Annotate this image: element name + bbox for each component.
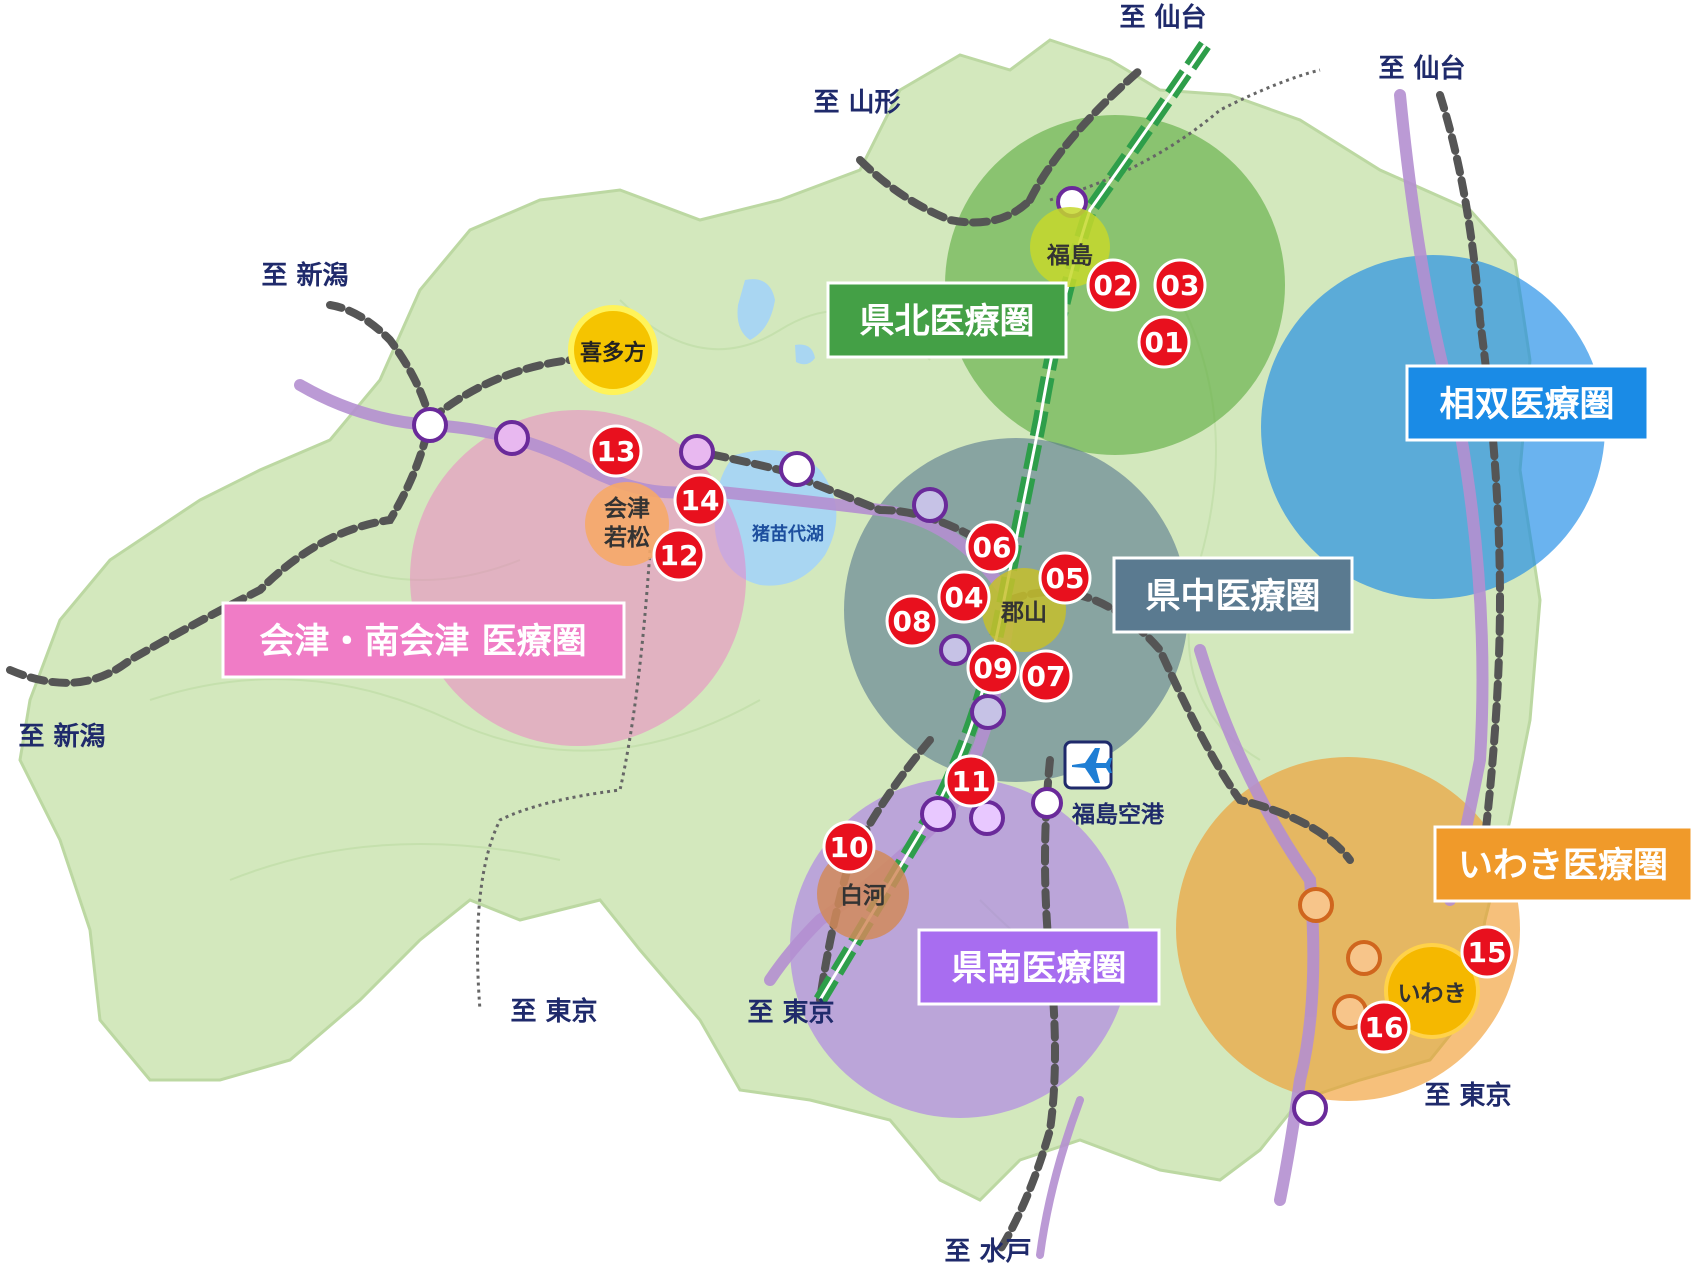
badge-number: 02 [1094,269,1133,302]
direction-sendai-top: 至 仙台 [1119,2,1206,33]
badge-number: 12 [660,539,699,572]
area-label-aizu: 会津・南会津 医療圏 [259,622,586,662]
badge-number: 01 [1145,326,1184,359]
badge-number: 16 [1365,1011,1404,1044]
area-label-bg-kenpoku [826,281,1068,359]
city-marker-iwaki [1384,943,1480,1039]
small-lake [737,279,775,340]
city-label-fukushima: 福島 [1046,242,1093,269]
city-marker-fukushima [1030,207,1110,287]
direction-tokyo-left: 至 東京 [510,996,597,1027]
direction-tokyo-mid: 至 東京 [747,997,834,1028]
hospital-badge-06[interactable]: 06 [965,520,1019,574]
hospital-badge-12[interactable]: 12 [652,528,706,582]
city-label-aizuwakamatsu-2: 若松 [604,525,650,551]
badge-number: 09 [974,652,1013,685]
hospital-badge-11[interactable]: 11 [944,754,998,808]
badge-number: 11 [952,765,991,798]
city-marker-aizuwakamatsu [585,482,669,566]
badge-number: 06 [973,531,1012,564]
airport-label: 福島空港 [1071,801,1165,828]
hospital-badge-03[interactable]: 03 [1153,258,1207,312]
area-label-bg-kennan [917,928,1161,1006]
city-label-kitakata: 喜多方 [580,340,646,366]
badge-number: 05 [1046,562,1085,595]
area-label-soso: 相双医療圏 [1439,385,1614,425]
area-label-bg-aizu [221,601,626,679]
direction-tokyo-right: 至 東京 [1424,1080,1511,1111]
hospital-badge-02[interactable]: 02 [1086,258,1140,312]
lake-label: 猪苗代湖 [751,523,824,545]
hospital-badge-08[interactable]: 08 [885,594,939,648]
city-marker-kitakata [568,305,658,395]
interchanges [412,186,1382,1126]
shinkansen-line-inner [818,44,1207,1001]
area-label-kenpoku: 県北医療圏 [859,302,1034,342]
hospital-badge-13[interactable]: 13 [589,424,643,478]
area-label-bg-soso [1405,364,1650,442]
direction-niigata-left: 至 新潟 [18,721,105,752]
city-label-iwaki: いわき [1398,981,1467,1007]
airport-icon [1063,740,1113,790]
area-label-bg-kenchu [1112,556,1354,634]
hospital-badge-16[interactable]: 16 [1357,1000,1411,1054]
hospital-badge-05[interactable]: 05 [1038,551,1092,605]
badge-number: 14 [681,484,720,517]
hospital-badge-04[interactable]: 04 [937,570,991,624]
direction-sendai-right: 至 仙台 [1378,53,1465,84]
badge-number: 13 [597,435,636,468]
direction-mito: 至 水戸 [944,1237,1031,1264]
area-label-bg-iwaki [1433,825,1694,903]
badge-number: 07 [1027,660,1066,693]
badge-number: 03 [1161,269,1200,302]
small-lake-2 [795,344,815,365]
badge-number: 15 [1468,936,1507,969]
direction-yamagata: 至 山形 [813,88,900,118]
local-lines [476,68,1321,1011]
city-label-shirakawa: 白河 [840,882,886,909]
hospital-badge-10[interactable]: 10 [822,820,876,874]
badge-number: 08 [893,605,932,638]
hospital-badge-14[interactable]: 14 [673,473,727,527]
city-label-aizuwakamatsu-1: 会津 [604,495,650,522]
badge-number: 04 [945,581,984,614]
badge-number: 10 [830,831,869,864]
hospital-badge-09[interactable]: 09 [966,641,1020,695]
area-label-kennan: 県南医療圏 [951,949,1126,989]
hospital-badge-07[interactable]: 07 [1019,649,1073,703]
area-label-kenchu: 県中医療圏 [1145,577,1320,617]
hospital-badge-15[interactable]: 15 [1460,925,1514,979]
hospital-badge-01[interactable]: 01 [1137,315,1191,369]
city-label-koriyama: 郡山 [1000,600,1047,626]
direction-niigata-top: 至 新潟 [261,260,348,291]
area-label-iwaki: いわき医療圏 [1458,846,1668,886]
